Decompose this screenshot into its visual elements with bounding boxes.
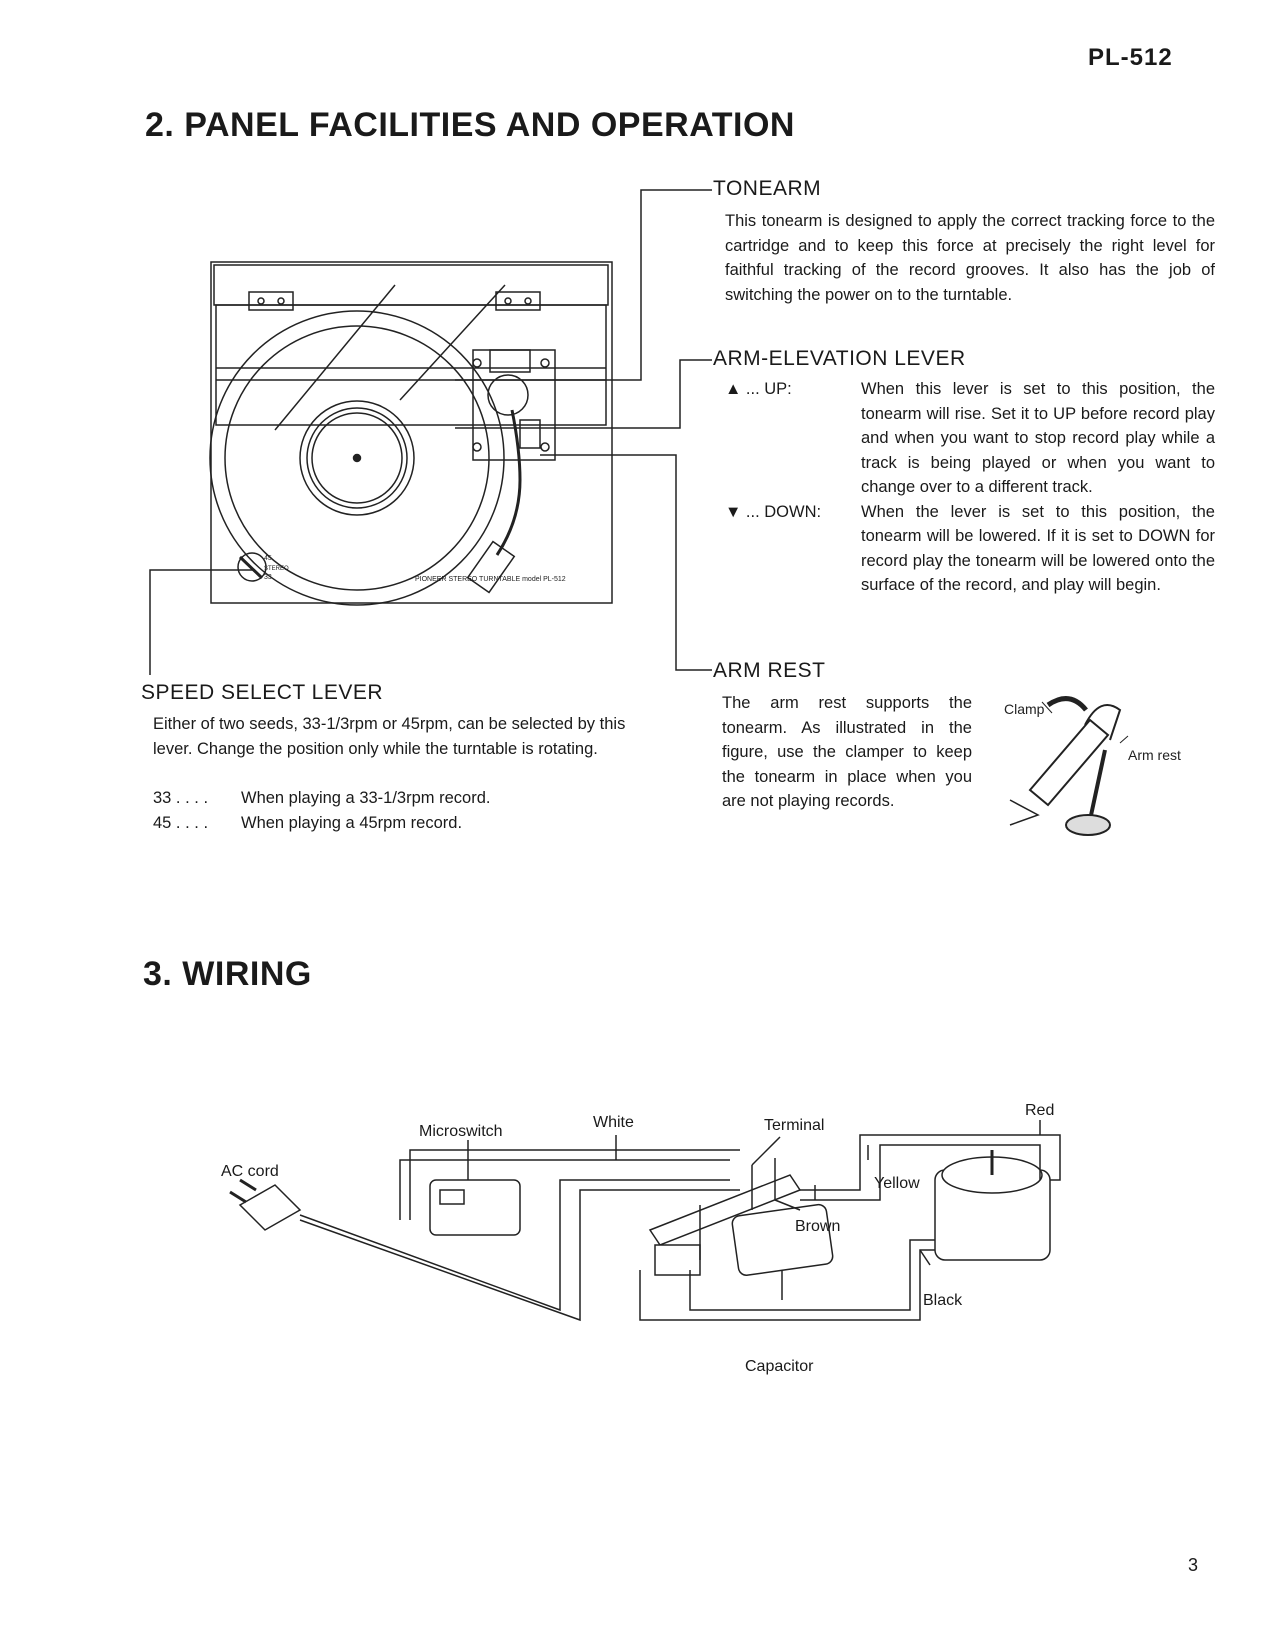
- down-key: ▼ ... DOWN:: [725, 502, 822, 521]
- hinge-left: [248, 291, 294, 311]
- arm-rest-post: [1088, 749, 1107, 821]
- arm-rest-illustration: Clamp Arm rest: [1004, 696, 1181, 836]
- red-wire: [800, 1134, 1061, 1191]
- up-text: When this lever is set to this position,…: [861, 380, 1215, 496]
- capacitor: [731, 1203, 834, 1276]
- ac-cord-label: AC cord: [221, 1163, 279, 1180]
- speed-select-text: Either of two seeds, 33-1/3rpm or 45rpm,…: [153, 715, 626, 758]
- black-wire: [639, 1249, 935, 1321]
- arm-rest-heading: ARM REST: [713, 659, 826, 682]
- dust-cover-top: [213, 264, 609, 306]
- model-number: PL-512: [1088, 44, 1173, 71]
- arm-rest-label: Arm rest: [1128, 747, 1181, 763]
- speed-select-rows: 33 . . . . When playing a 33-1/3rpm reco…: [153, 786, 643, 835]
- speed-row-33: 33 . . . . When playing a 33-1/3rpm reco…: [153, 786, 643, 811]
- speed-lever: [237, 552, 267, 582]
- arm-elevation-down-row: ▼ ... DOWN: When the lever is set to thi…: [725, 500, 1215, 598]
- capacitor-label: Capacitor: [745, 1358, 814, 1375]
- red-label: Red: [1025, 1102, 1055, 1119]
- speed-select-heading: SPEED SELECT LEVER: [141, 681, 384, 704]
- page-number: 3: [1188, 1555, 1199, 1575]
- turntable-illustration: 45 STEREO 33 PIONEER STEREO TURNTABLE mo…: [149, 189, 712, 675]
- up-key: ▲ ... UP:: [725, 380, 792, 398]
- clamp-label: Clamp: [1004, 701, 1045, 717]
- hinge-right: [495, 291, 541, 311]
- ac-cord-wire-1: [299, 1179, 730, 1312]
- speed-45-value: When playing a 45rpm record.: [241, 813, 463, 832]
- section-2-title: 2. PANEL FACILITIES AND OPERATION: [145, 106, 795, 144]
- microswitch-label: Microswitch: [419, 1123, 503, 1140]
- arm-rest-base: [1065, 814, 1111, 836]
- arm-rest-leader-line: [540, 454, 712, 671]
- speed-mark-stereo: STEREO: [264, 566, 289, 572]
- arm-elevation-up-row: ▲ ... UP: When this lever is set to this…: [725, 377, 1215, 500]
- speed-row-45: 45 . . . . When playing a 45rpm record.: [153, 811, 643, 836]
- white-label: White: [593, 1114, 634, 1131]
- tonearm-text: This tonearm is designed to apply the co…: [725, 212, 1215, 304]
- terminal-label: Terminal: [764, 1117, 825, 1134]
- tonearm-leader-line: [455, 189, 712, 381]
- arm-elevation-leader-line: [455, 359, 712, 429]
- speed-45-key: 45 . . . .: [153, 813, 209, 832]
- tonearm-heading: TONEARM: [713, 177, 822, 200]
- turntable-nameplate: PIONEER STEREO TURNTABLE model PL-512: [415, 576, 566, 583]
- brown-label: Brown: [795, 1218, 841, 1235]
- speed-33-value: When playing a 33-1/3rpm record.: [241, 789, 491, 807]
- microswitch: [429, 1179, 521, 1236]
- dust-cover-front: [215, 304, 607, 426]
- platter: [209, 310, 505, 606]
- ac-plug: [238, 1184, 302, 1231]
- speed-select-leader-line: [149, 569, 255, 675]
- section-3-title: 3. WIRING: [143, 955, 312, 993]
- tonearm-tube: [1028, 718, 1110, 807]
- arm-elevation-options: ▲ ... UP: When this lever is set to this…: [725, 377, 1215, 598]
- down-text: When the lever is set to this position, …: [861, 502, 1215, 595]
- brown-wire: [774, 1199, 801, 1211]
- headshell: [466, 540, 516, 594]
- clamp: [1084, 704, 1122, 741]
- arm-rest-text: The arm rest supports the tonearm. As il…: [722, 694, 972, 810]
- speed-mark-33: 33: [264, 574, 272, 581]
- speed-33-key: 33 . . . .: [153, 789, 209, 807]
- speed-mark-45: 45: [264, 555, 272, 562]
- black-label: Black: [923, 1292, 963, 1309]
- wiring-diagram: [229, 1120, 1061, 1322]
- turntable-cabinet: [210, 261, 613, 604]
- tonearm: [495, 409, 522, 556]
- arm-elevation-heading: ARM-ELEVATION LEVER: [713, 347, 966, 370]
- yellow-label: Yellow: [874, 1175, 920, 1192]
